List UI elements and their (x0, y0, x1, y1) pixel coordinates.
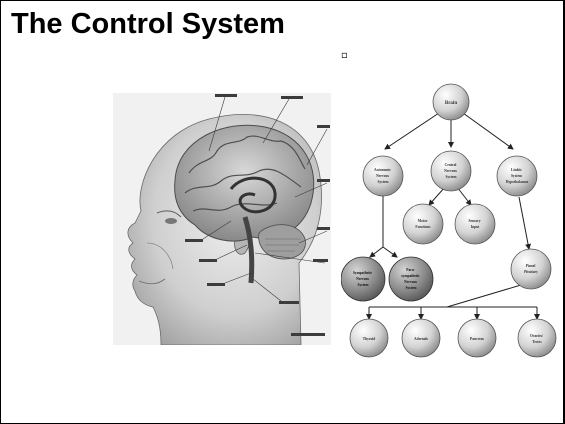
svg-text:Pancreas: Pancreas (470, 337, 485, 341)
node-thyroid: Thyroid (350, 319, 388, 357)
slide-title: The Control System (11, 4, 285, 44)
node-parasympathetic-nervous-system: Para- sympathetic Nervous System (389, 257, 433, 301)
callout-label (281, 96, 303, 99)
connector (383, 247, 397, 257)
callout-label (199, 259, 217, 262)
node-adrenals: Adrenals (402, 319, 440, 357)
callout-label (207, 283, 225, 286)
connector (370, 195, 383, 257)
svg-text:Brain: Brain (445, 101, 457, 106)
callout-label (185, 239, 203, 242)
node-pineal-pituitary: Pineal Pituitary (511, 249, 551, 289)
callout-label (317, 179, 330, 182)
node-autonomic-nervous-system: Autonomic Nervous System (363, 156, 403, 196)
node-sympathetic-nervous-system: Sympathetic Nervous System (341, 257, 385, 301)
bullet-icon: ▫ (341, 51, 348, 61)
control-system-diagram: Brain Autonomic Nervous System Central N… (341, 81, 565, 371)
callout-label (313, 259, 328, 262)
node-ovaries-testes: Ovaries/ Testes (518, 319, 556, 357)
connector (463, 113, 513, 149)
caption-label (291, 333, 325, 336)
connector (429, 187, 445, 205)
callout-label (279, 301, 299, 304)
node-limbic-system: Limbic System Hypothalamus (497, 156, 537, 196)
connector (447, 285, 521, 307)
node-sensory-input: Sensory Input (455, 204, 495, 244)
callout-label (215, 94, 237, 97)
node-central-nervous-system: Central Nervous System (431, 151, 471, 191)
connector (519, 197, 529, 249)
node-brain: Brain (433, 84, 469, 120)
svg-text:Central Nervous: Central Nervous System (444, 163, 458, 179)
svg-text:Thyroid: Thyroid (363, 337, 376, 341)
node-pancreas: Pancreas (458, 319, 496, 357)
svg-text:Adrenals: Adrenals (414, 337, 429, 341)
connector (385, 113, 439, 149)
brain-anatomy-illustration (113, 93, 331, 345)
callout-label (317, 125, 330, 128)
node-motor-functions: Motor Functions (403, 204, 443, 244)
callout-label (317, 227, 330, 230)
